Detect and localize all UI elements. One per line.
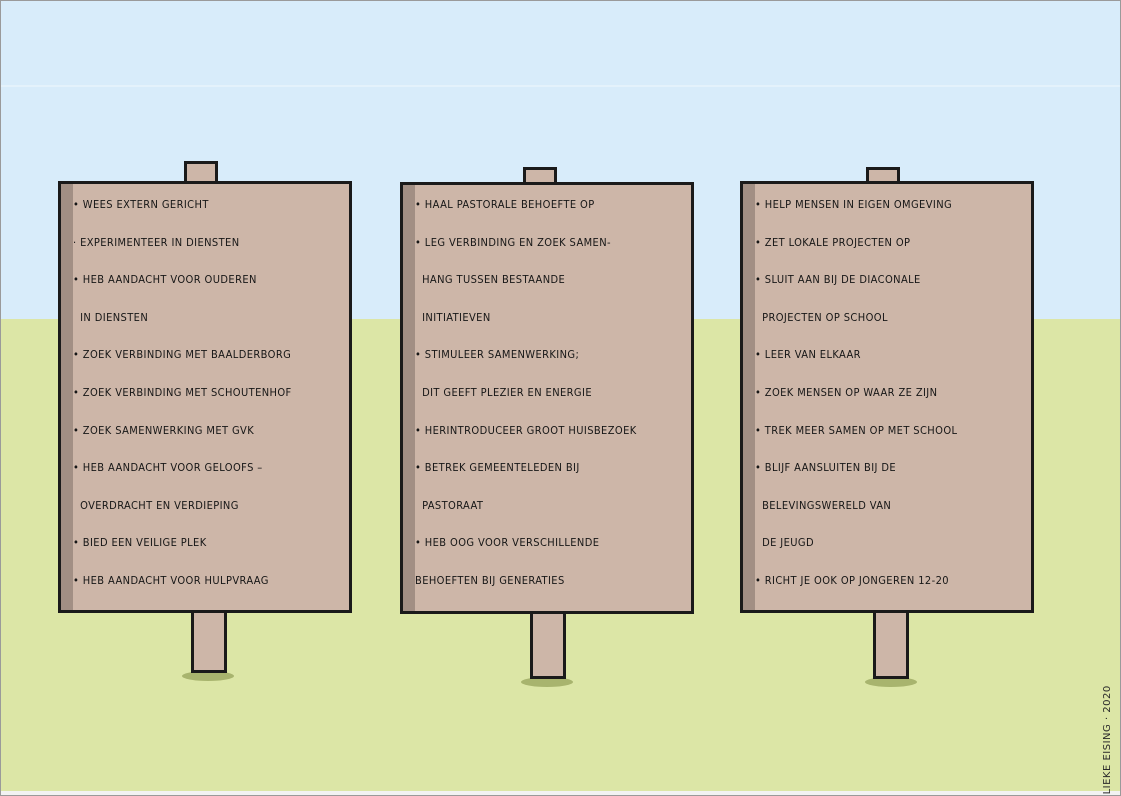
sign-3-post [873,609,909,679]
sign-3-line: • SLUIT AAN BIJ DE DIACONALE [755,273,921,287]
sign-1-line: • WEES EXTERN GERICHT [73,198,209,211]
sign-3-line: • ZOEK MENSEN OP WAAR ZE ZIJN [755,385,938,399]
sign-1-line: IN DIENSTEN [73,310,149,324]
sign-2-line: • LEG VERBINDING EN ZOEK SAMEN- [415,235,611,249]
sign-1-post [191,609,227,673]
artist-signature: ALIEKE EISING · 2020 [1098,685,1116,795]
sign-1-line: • HEB AANDACHT VOOR GELOOFS – [73,461,263,475]
sign-1-line: • HEB AANDACHT VOOR OUDEREN [73,273,257,287]
sign-2-post-shadow [521,677,573,687]
sign-1-line: • BIED EEN VEILIGE PLEK [73,536,207,550]
sign-3-line: • HELP MENSEN IN EIGEN OMGEVING [755,198,953,211]
sign-3-board: • HELP MENSEN IN EIGEN OMGEVING • ZET LO… [740,181,1034,613]
sign-2-line: • HEB OOG VOOR VERSCHILLENDE [415,536,600,550]
sign-3-line: • BLIJF AANSLUITEN BIJ DE [755,461,897,475]
sign-3-line: PROJECTEN OP SCHOOL [755,310,888,324]
sign-3-line: DE JEUGD [755,536,815,550]
sign-1-line: OVERDRACHT EN VERDIEPING [73,498,239,512]
sign-2-line: BEHOEFTEN BIJ GENERATIES [415,573,565,587]
artist-signature-text: ALIEKE EISING · 2020 [1101,684,1113,796]
sign-3-post-shadow [865,677,917,687]
sign-2-line: INITIATIEVEN [415,310,491,324]
sign-1-post-shadow [182,671,234,681]
sign-2-line: HANG TUSSEN BESTAANDE [415,273,566,287]
sign-1-line: • ZOEK VERBINDING MET SCHOUTENHOF [73,385,292,399]
sign-3-board-edge [743,184,755,610]
sign-3-line: • RICHT JE OOK OP JONGEREN 12-20 [755,573,949,587]
sign-3-list: • HELP MENSEN IN EIGEN OMGEVING • ZET LO… [755,186,1031,600]
sign-1-board: • WEES EXTERN GERICHT · EXPERIMENTEER IN… [58,181,352,613]
sign-2-list: • HAAL PASTORALE BEHOEFTE OP • LEG VERBI… [415,186,691,600]
sign-2-line: PASTORAAT [415,498,484,512]
sign-2-line: • BETREK GEMEENTELEDEN BIJ [415,461,580,475]
sign-2-line: • HAAL PASTORALE BEHOEFTE OP [415,198,595,211]
sign-1-line: · EXPERIMENTEER IN DIENSTEN [73,235,240,249]
sign-1-line: • HEB AANDACHT VOOR HULPVRAAG [73,573,269,587]
sign-2-post [530,609,566,679]
sign-2-line: • HERINTRODUCEER GROOT HUISBEZOEK [415,423,637,437]
sign-2-line: DIT GEEFT PLEZIER EN ENERGIE [415,385,592,399]
sign-1-board-edge [61,184,73,610]
sign-2-line: • STIMULEER SAMENWERKING; [415,348,580,362]
sign-2-board: • HAAL PASTORALE BEHOEFTE OP • LEG VERBI… [400,182,694,614]
sign-3-line: • TREK MEER SAMEN OP MET SCHOOL [755,423,958,437]
sign-1-top-post [184,161,218,183]
sign-3-line: • LEER VAN ELKAAR [755,348,861,362]
bottom-margin [1,791,1120,795]
sky-streak [1,85,1120,87]
sign-2-board-edge [403,185,415,611]
sign-1-list: • WEES EXTERN GERICHT · EXPERIMENTEER IN… [73,186,349,600]
sign-1-line: • ZOEK VERBINDING MET BAALDERBORG [73,348,292,362]
sign-1-line: • ZOEK SAMENWERKING MET GVK [73,423,255,437]
sign-3-line: • ZET LOKALE PROJECTEN OP [755,235,911,249]
sign-3-line: BELEVINGSWERELD VAN [755,498,892,512]
